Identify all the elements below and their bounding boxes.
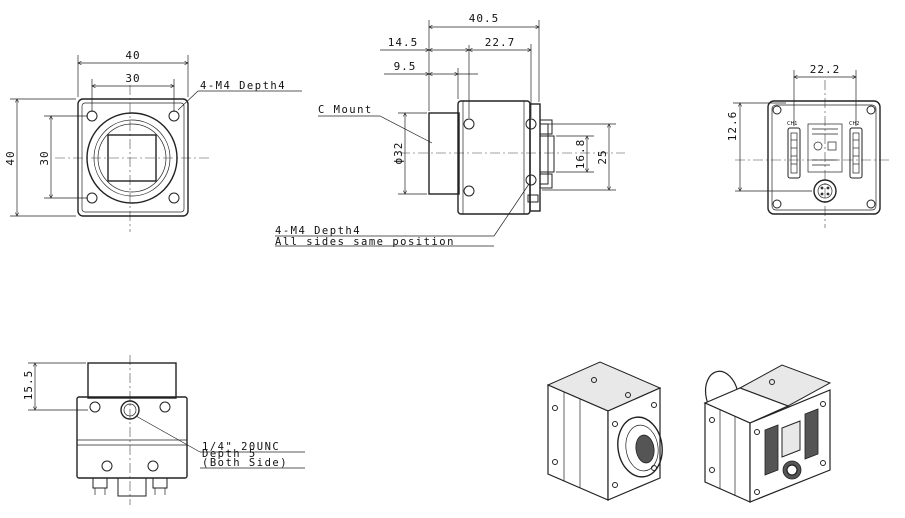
iso1-holes [552, 377, 657, 488]
dim-side-25: 25 [596, 149, 609, 164]
side-hole-note-line1: 4-M4 Depth4 [275, 225, 361, 237]
dim-side-9-5: 9.5 [394, 60, 417, 73]
tripod-note-line3: (Both Side) [202, 457, 288, 469]
iso2-holes [709, 379, 826, 495]
dim-side-16-8: 16.8 [574, 139, 587, 170]
dim-rear-12-6: 12.6 [726, 111, 739, 142]
rear-mount-holes [772, 105, 876, 209]
power-connector [813, 179, 837, 203]
front-hole-note: 4-M4 Depth4 [200, 80, 286, 92]
bottom-connectors [92, 477, 168, 497]
tripod-hole [120, 400, 140, 420]
dim-side-14-5: 14.5 [388, 36, 419, 49]
bottom-holes [89, 401, 171, 472]
side-mount-label: C Mount [318, 104, 373, 116]
dim-front-width-outer: 40 [125, 49, 140, 62]
side-mount-holes [463, 118, 537, 197]
side-hole-note-line2: All sides same position [275, 236, 455, 248]
side-view: 40.5 14.5 22.7 9.5 C Mount ϕ32 16.8 25 [275, 12, 625, 248]
dim-side-mount-dia: ϕ32 [392, 142, 405, 165]
rear-label-plate [807, 123, 843, 173]
dim-side-total-length: 40.5 [469, 12, 500, 25]
bottom-view: 15.5 1/4" 20UNC Depth 5 (Both Side) [22, 355, 305, 505]
tripod-note-line1: 1/4" 20UNC [202, 441, 280, 453]
isometric-front-view [546, 361, 663, 501]
dim-bottom-15-5: 15.5 [22, 370, 35, 401]
front-view: 40 30 40 30 4-M4 Depth4 [4, 49, 302, 232]
dim-side-22-7: 22.7 [485, 36, 516, 49]
ch2-connector: CH2 [849, 121, 863, 179]
isometric-rear-view [703, 364, 832, 503]
tripod-note-line2: Depth 5 [202, 448, 257, 460]
dim-rear-22-2: 22.2 [810, 63, 841, 76]
dim-front-height-outer: 40 [4, 150, 17, 165]
dim-front-height-holes: 30 [38, 150, 51, 165]
side-clips [527, 119, 553, 203]
dim-front-width-holes: 30 [125, 72, 140, 85]
ch2-label: CH2 [849, 121, 859, 127]
ch1-label: CH1 [787, 121, 797, 127]
ch1-connector: CH1 [787, 121, 801, 179]
iso2-connectors [764, 408, 819, 480]
rear-view: CH1 CH2 [726, 63, 890, 228]
